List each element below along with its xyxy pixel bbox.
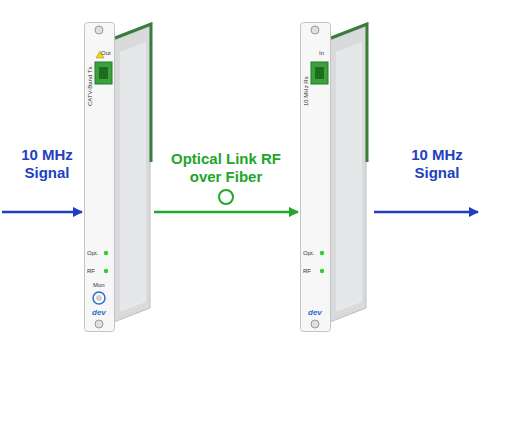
panel-marking: Out <box>101 50 111 57</box>
panel-marking: Mon <box>93 282 105 289</box>
transmitter-panel: CATV-Band Tx OutOpt. RF Mon dev <box>84 22 154 332</box>
signal-arrow <box>2 211 82 214</box>
model-name: 10 MHz Rx <box>303 76 310 106</box>
panel-marking: RF <box>303 268 311 275</box>
panel-marking: Opt. <box>303 250 314 257</box>
signal-arrow <box>374 211 478 214</box>
fiber-coil-symbol <box>219 190 233 204</box>
signal-label: 10 MHz Signal <box>12 146 82 182</box>
panel-marking: RF <box>87 268 95 275</box>
link-label: Optical Link RF over Fiber <box>170 150 282 186</box>
brand-logo: dev <box>92 308 106 317</box>
signal-arrow <box>154 211 298 214</box>
panel-marking: In <box>319 50 324 57</box>
panel-marking: Opt. <box>87 250 98 257</box>
receiver-panel: 10 MHz Rx InOpt. RF dev <box>300 22 370 332</box>
signal-text: 10 MHz Signal <box>402 146 472 182</box>
signal-label: 10 MHz Signal <box>402 146 472 182</box>
brand-logo: dev <box>308 308 322 317</box>
signal-text: 10 MHz Signal <box>12 146 82 182</box>
model-name: CATV-Band Tx <box>87 67 94 106</box>
receiver-module <box>300 22 370 332</box>
